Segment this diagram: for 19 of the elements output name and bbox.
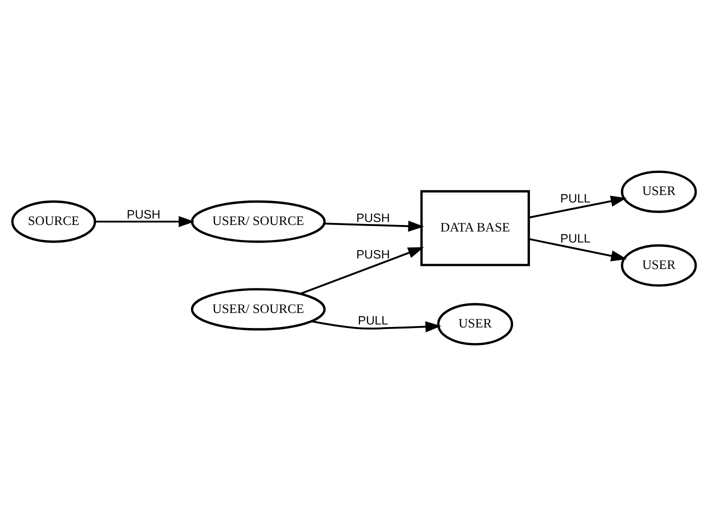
edge-label: PULL [560,232,591,246]
node-box: DATA BASE [420,190,530,266]
edge-label: PUSH [356,247,390,262]
node-ellipse: SOURCE [11,200,96,243]
node-ellipse: USER/ SOURCE [190,288,326,331]
node-ellipse: USER/ SOURCE [190,200,326,243]
edge-label: PULL [560,191,591,206]
arrow [324,220,424,232]
edge-label: PUSH [126,207,160,222]
arrow [311,320,442,332]
arrow [528,196,627,218]
arrow [300,247,424,295]
arrow [95,216,195,228]
arrow [528,238,627,262]
node-ellipse: USER [620,244,697,287]
edge-label: PULL [358,314,388,328]
node-ellipse: USER [437,303,514,346]
node-ellipse: USER [620,170,697,213]
edge-label: PUSH [356,211,390,225]
